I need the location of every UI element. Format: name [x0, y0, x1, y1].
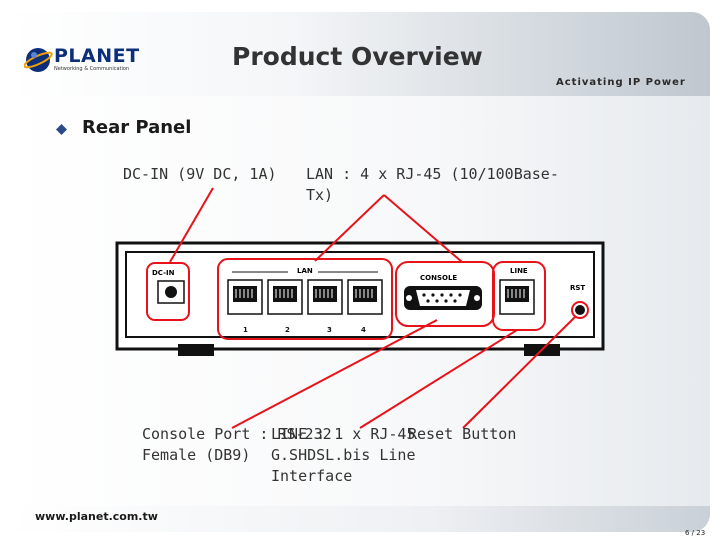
logo-subtitle: Networking & Communication: [54, 66, 130, 72]
lan-port-number: 1: [243, 326, 248, 334]
lan-port-number: 4: [361, 326, 366, 334]
planet-logo-icon: [24, 48, 53, 72]
lan-callout-line2: Tx): [306, 186, 334, 204]
footer-url: www.planet.com.tw: [35, 510, 158, 523]
footer-bar: [10, 506, 710, 532]
lan-callout-line1: LAN : 4 x RJ-45 (10/100Base-: [306, 165, 559, 183]
tagline: Activating IP Power: [556, 77, 686, 88]
diamond-bullet-icon: [56, 124, 67, 135]
section-heading: Rear Panel: [82, 117, 192, 138]
line-callout-line2: G.SHDSL.bis Line: [271, 446, 416, 464]
rst-label: RST: [570, 284, 585, 292]
header-bar: [10, 12, 710, 96]
dcin-callout: DC-IN (9V DC, 1A): [123, 165, 277, 183]
dcin-label: DC-IN: [152, 269, 175, 277]
line-label: LINE: [510, 267, 528, 275]
page-number: 6 / 23: [685, 529, 706, 537]
console-callout-line1: Console Port : RS-232: [142, 425, 332, 443]
console-label: CONSOLE: [420, 274, 457, 282]
console-callout-line2: Female (DB9): [142, 446, 251, 464]
logo-text: PLANET: [54, 45, 140, 67]
lan-port-number: 3: [327, 326, 332, 334]
line-callout-line1: LINE : 1 x RJ-45: [271, 425, 416, 443]
lan-port-number: 2: [285, 326, 290, 334]
line-callout-line3: Interface: [271, 467, 353, 485]
page-title: Product Overview: [232, 42, 483, 71]
lan-label: LAN: [297, 267, 313, 275]
reset-callout: Reset Button: [408, 425, 517, 443]
